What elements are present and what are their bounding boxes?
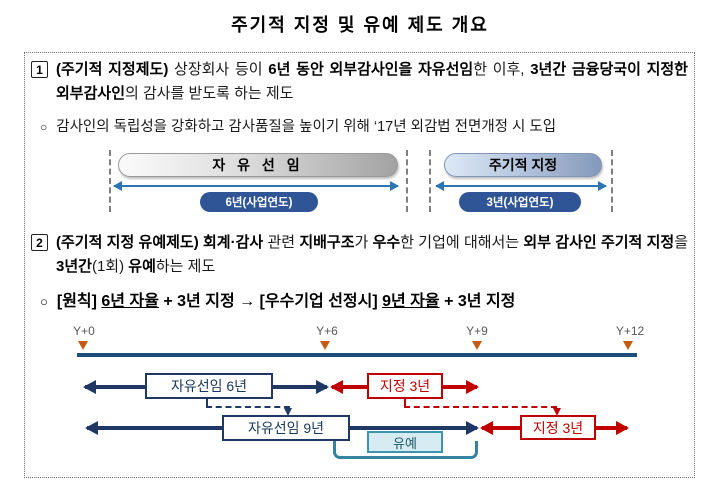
navy-dashed-connector	[206, 399, 208, 407]
period-divider-line	[406, 150, 408, 212]
section1-bullet: ○ 감사인의 독립성을 강화하고 감사품질을 높이기 위해 ‘17년 외감법 전…	[40, 117, 690, 137]
section2-text: (주기적 지정 유예제도) 회계·감사 관련 지배구조가 우수한 기업에 대해서…	[56, 234, 689, 275]
period-divider-line	[611, 150, 613, 212]
double-arrow-icon	[113, 181, 399, 191]
down-arrowhead-icon	[284, 408, 292, 416]
section1-number-badge: 1	[31, 61, 48, 78]
deferral-box: 유예	[367, 431, 443, 453]
double-arrow-icon	[435, 181, 607, 191]
section1-text: (주기적 지정제도) 상장회사 등이 6년 동안 외부감사인을 자유선임한 이후…	[56, 61, 688, 102]
timeline-tick-label: Y+9	[466, 324, 488, 338]
six-year-badge: 6년(사업연도)	[200, 192, 318, 212]
free-selection-bar-label: 자 유 선 임	[212, 157, 304, 173]
row1-free-selection-label: 자유선임 6년	[170, 378, 248, 394]
down-triangle-icon	[472, 341, 482, 350]
deferral-bracket	[333, 441, 478, 459]
period-divider-line	[429, 150, 431, 212]
section1-paragraph: 1 (주기적 지정제도) 상장회사 등이 6년 동안 외부감사인을 자유선임한 …	[31, 58, 688, 106]
periodic-designation-bar-label: 주기적 지정	[488, 157, 558, 173]
free-selection-bar: 자 유 선 임	[118, 153, 398, 177]
row1-designation-box: 지정 3년	[367, 373, 443, 399]
row2-free-selection-box: 자유선임 9년	[222, 415, 350, 441]
row1-designation-label: 지정 3년	[379, 378, 431, 394]
row1-free-selection-box: 자유선임 6년	[145, 373, 273, 399]
section2-paragraph: 2 (주기적 지정 유예제도) 회계·감사 관련 지배구조가 우수한 기업에 대…	[31, 231, 688, 279]
section2-number-badge: 2	[31, 234, 48, 251]
navy-dashed-connector	[206, 406, 290, 408]
section1-bullet-text: 감사인의 독립성을 강화하고 감사품질을 높이기 위해 ‘17년 외감법 전면개…	[56, 119, 557, 135]
circle-bullet-icon: ○	[40, 294, 48, 309]
principle-line: ○ [원칙] 6년 자율 + 3년 지정 → [우수기업 선정시] 9년 자율 …	[40, 291, 690, 313]
red-dashed-connector	[404, 399, 406, 407]
deferral-label: 유예	[393, 435, 417, 451]
down-arrowhead-icon	[553, 408, 561, 416]
red-dashed-connector	[404, 406, 557, 408]
timeline-tick-label: Y+12	[615, 324, 645, 338]
timeline-tick-label: Y+6	[316, 324, 338, 338]
timeline-axis-line	[77, 353, 637, 357]
content-box	[24, 52, 695, 478]
circle-bullet-icon: ○	[40, 120, 48, 134]
row2-free-selection-label: 자유선임 9년	[247, 420, 325, 436]
principle-text: [원칙] 6년 자율 + 3년 지정 → [우수기업 선정시] 9년 자율 + …	[56, 293, 516, 310]
down-triangle-icon	[78, 341, 88, 350]
period-divider-line	[109, 150, 111, 212]
down-triangle-icon	[320, 341, 330, 350]
timeline-tick-label: Y+0	[73, 324, 95, 338]
down-triangle-icon	[623, 341, 633, 350]
periodic-designation-bar: 주기적 지정	[444, 153, 602, 177]
page-title: 주기적 지정 및 유예 제도 개요	[231, 15, 489, 35]
row2-designation-box: 지정 3년	[520, 415, 596, 440]
row2-designation-label: 지정 3년	[532, 419, 584, 436]
three-year-badge: 3년(사업연도)	[459, 192, 581, 212]
